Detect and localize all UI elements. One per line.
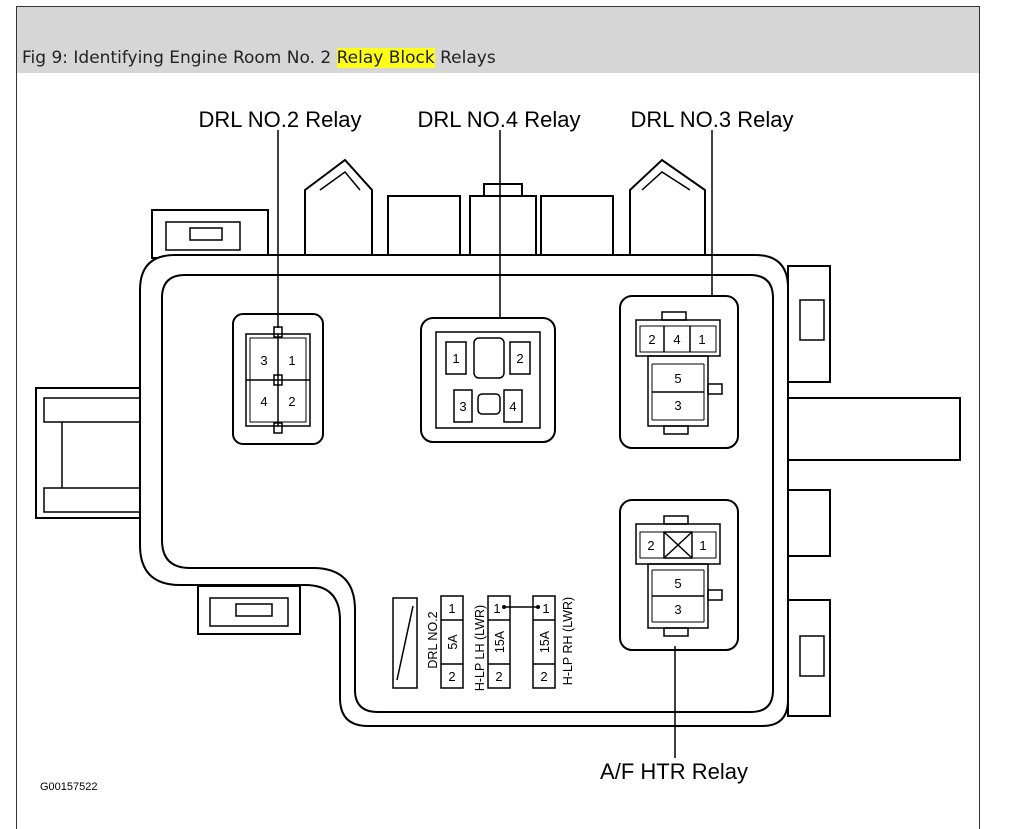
- caption-prefix: Fig 9: Identifying Engine Room No. 2: [22, 48, 337, 68]
- fuse-pin: 2: [495, 669, 502, 684]
- drl3-pin: 4: [673, 332, 680, 347]
- fuse-pin: 1: [448, 601, 455, 616]
- drl2-pin: 3: [260, 353, 267, 368]
- relay-drl-no4: 1 2 3 4: [420, 317, 556, 443]
- top-connectors: [151, 158, 706, 259]
- caption-highlight: Relay Block: [336, 48, 435, 68]
- drl4-pin: 3: [459, 399, 466, 414]
- relay-drl-no2: 3 1 4 2: [232, 313, 324, 445]
- fuse-rating: 5A: [446, 634, 460, 650]
- caption-bar: [17, 7, 979, 73]
- fuse-rating: 15A: [493, 630, 507, 653]
- figure-frame: [16, 6, 980, 829]
- drl2-pin: 1: [288, 353, 295, 368]
- fuse-name: H-LP RH (LWR): [561, 597, 575, 685]
- callout-drl-no4: DRL NO.4 Relay: [417, 107, 580, 132]
- afhtr-pin: 2: [647, 538, 654, 553]
- fuse-pin: 2: [448, 669, 455, 684]
- afhtr-pin: 5: [674, 576, 681, 591]
- drl3-pin: 2: [648, 332, 655, 347]
- figure-code: G00157522: [40, 781, 98, 793]
- bottom-left-connector: [197, 585, 301, 635]
- housing-outer: [139, 254, 789, 727]
- left-connector: [35, 387, 141, 519]
- fuse-name: DRL NO.2: [426, 611, 440, 668]
- relay-af-htr: 2 1 5 3: [619, 499, 739, 651]
- drl4-pin: 1: [452, 351, 459, 366]
- housing-inner: [161, 274, 774, 713]
- fuse-area: 1 5A 2 DRL NO.2 1 15A 2 H-LP LH (LWR) 1 …: [392, 595, 575, 691]
- relay-drl-no3: 2 4 1 5 3: [619, 295, 739, 449]
- figure-caption: Fig 9: Identifying Engine Room No. 2 Rel…: [22, 48, 496, 68]
- drl4-pin: 2: [516, 351, 523, 366]
- leader-lines: [277, 130, 713, 758]
- fuse-name: H-LP LH (LWR): [473, 605, 487, 691]
- drl4-pin: 4: [509, 399, 516, 414]
- fuse-rating: 15A: [538, 630, 552, 653]
- fuse-pin: 1: [493, 601, 500, 616]
- fuse-pin: 2: [540, 669, 547, 684]
- callout-drl-no2: DRL NO.2 Relay: [198, 107, 361, 132]
- right-connectors: [787, 265, 961, 717]
- drl2-pin: 4: [260, 394, 267, 409]
- drl3-pin: 1: [698, 332, 705, 347]
- fuse-pin: 1: [542, 601, 549, 616]
- afhtr-pin: 1: [699, 538, 706, 553]
- callout-af-htr: A/F HTR Relay: [600, 759, 748, 784]
- caption-suffix: Relays: [434, 48, 496, 68]
- callout-drl-no3: DRL NO.3 Relay: [630, 107, 793, 132]
- drl3-pin: 5: [674, 371, 681, 386]
- drl3-pin: 3: [674, 398, 681, 413]
- afhtr-pin: 3: [674, 602, 681, 617]
- drl2-pin: 2: [288, 394, 295, 409]
